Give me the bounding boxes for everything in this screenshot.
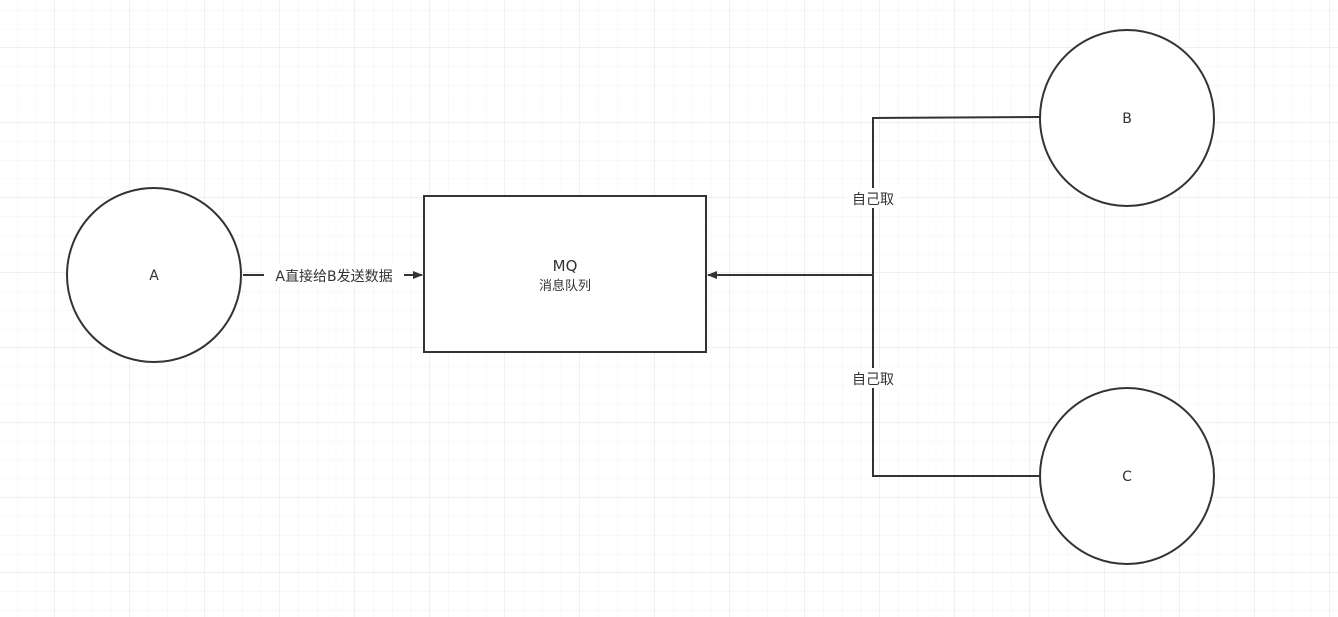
node-mq-subtitle: 消息队列 — [539, 278, 591, 294]
node-a[interactable]: A — [66, 187, 242, 363]
node-c-label: C — [1122, 469, 1132, 485]
node-b-label: B — [1122, 111, 1132, 127]
edge-b-to-mq[interactable]: 自己取 — [707, 116, 1041, 279]
edge-label-c-to-mq: 自己取 — [852, 372, 894, 388]
node-mq-title: MQ — [553, 257, 578, 275]
edge-c-to-mq[interactable]: 自己取 — [847, 275, 1040, 477]
node-a-label: A — [149, 268, 159, 284]
node-mq[interactable]: MQ 消息队列 — [423, 195, 707, 353]
node-b[interactable]: B — [1039, 29, 1215, 207]
edge-label-b-to-mq: 自己取 — [852, 192, 894, 208]
node-c[interactable]: C — [1039, 387, 1215, 565]
edge-a-to-mq[interactable]: A直接给B发送数据 — [243, 264, 423, 286]
edge-label-a-to-mq: A直接给B发送数据 — [275, 268, 392, 285]
